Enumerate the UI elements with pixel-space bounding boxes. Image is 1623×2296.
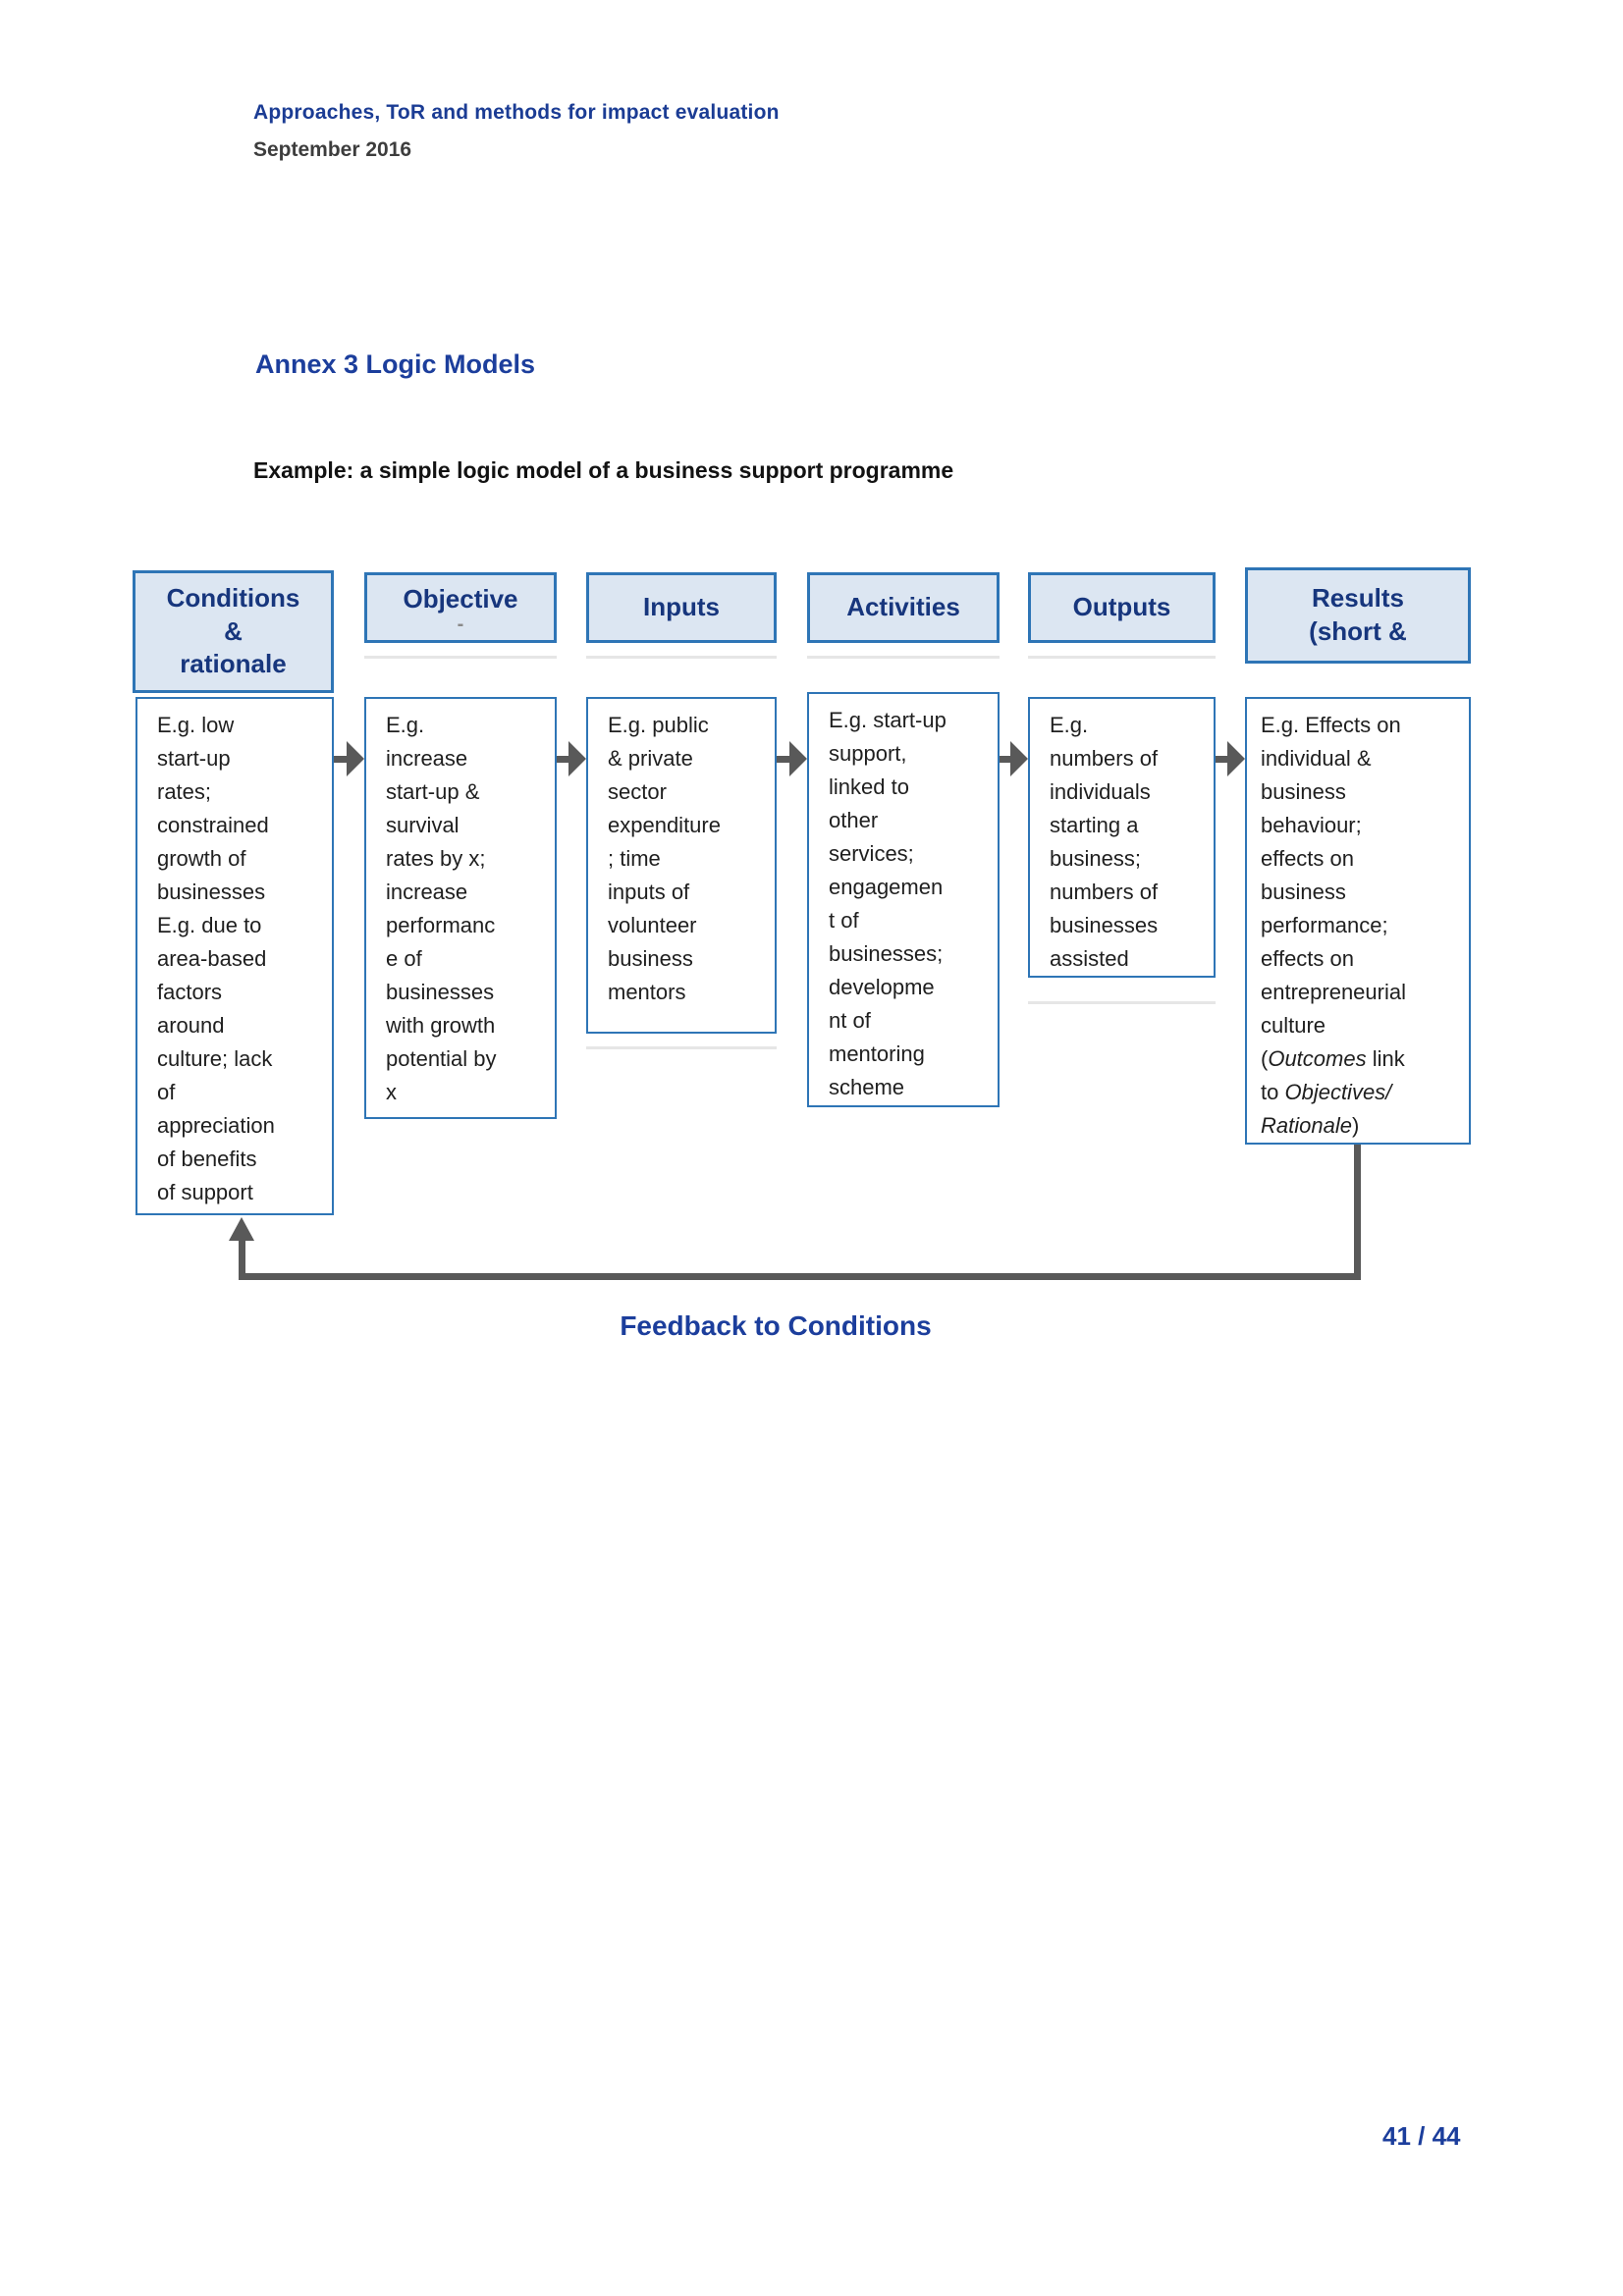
content-box-conditions: E.g. low start-up rates; constrained gro… [135, 697, 334, 1215]
arrow-head [568, 741, 586, 776]
example-heading: Example: a simple logic model of a busin… [253, 457, 954, 483]
divider-line [1028, 656, 1216, 659]
header-box-inputs: Inputs [586, 572, 777, 643]
content-box-activities: E.g. start-up support, linked to other s… [807, 692, 1000, 1107]
header-label-results: Results (short & [1309, 583, 1407, 646]
divider-line [807, 656, 1000, 659]
page-number: 41 / 44 [1382, 2121, 1461, 2151]
arrow-tail [557, 756, 570, 763]
arrow-tail [334, 756, 349, 763]
header-label-activities: Activities [846, 592, 960, 622]
header-label-objective: Objective [403, 584, 518, 614]
arrow-right-icon [1000, 741, 1028, 776]
arrow-tail [1216, 756, 1229, 763]
doc-header-date: September 2016 [253, 138, 412, 161]
header-box-activities: Activities [807, 572, 1000, 643]
feedback-line-horizontal [239, 1273, 1361, 1280]
feedback-line-vertical-right [1354, 1145, 1361, 1280]
header-box-outputs: Outputs [1028, 572, 1216, 643]
header-box-results: Results (short & [1245, 567, 1471, 664]
header-note-objective: - [457, 613, 464, 635]
content-box-objective: E.g. increase start-up & survival rates … [364, 697, 557, 1119]
header-label-outputs: Outputs [1072, 592, 1171, 622]
doc-header-title: Approaches, ToR and methods for impact e… [253, 101, 780, 124]
arrow-right-icon [1216, 741, 1245, 776]
header-label-inputs: Inputs [643, 592, 720, 622]
feedback-label: Feedback to Conditions [620, 1310, 932, 1341]
arrow-head [347, 741, 364, 776]
arrow-head [1227, 741, 1245, 776]
arrow-head [1010, 741, 1028, 776]
header-label-conditions: Conditions & rationale [166, 582, 300, 679]
arrow-up-icon [229, 1217, 254, 1241]
header-box-objective: Objective - [364, 572, 557, 643]
divider-line [586, 1046, 777, 1049]
divider-line [1028, 1001, 1216, 1004]
arrow-head [789, 741, 807, 776]
feedback-line-vertical-left [239, 1237, 245, 1280]
content-box-inputs: E.g. public & private sector expenditure… [586, 697, 777, 1034]
arrow-right-icon [557, 741, 586, 776]
content-box-outputs: E.g. numbers of individuals starting a b… [1028, 697, 1216, 978]
arrow-tail [777, 756, 791, 763]
arrow-tail [1000, 756, 1012, 763]
arrow-right-icon [777, 741, 807, 776]
header-box-conditions: Conditions & rationale [133, 570, 334, 693]
divider-line [586, 656, 777, 659]
arrow-right-icon [334, 741, 364, 776]
divider-line [364, 656, 557, 659]
annex-heading: Annex 3 Logic Models [255, 349, 536, 379]
content-box-results: E.g. Effects on individual & business be… [1245, 697, 1471, 1145]
